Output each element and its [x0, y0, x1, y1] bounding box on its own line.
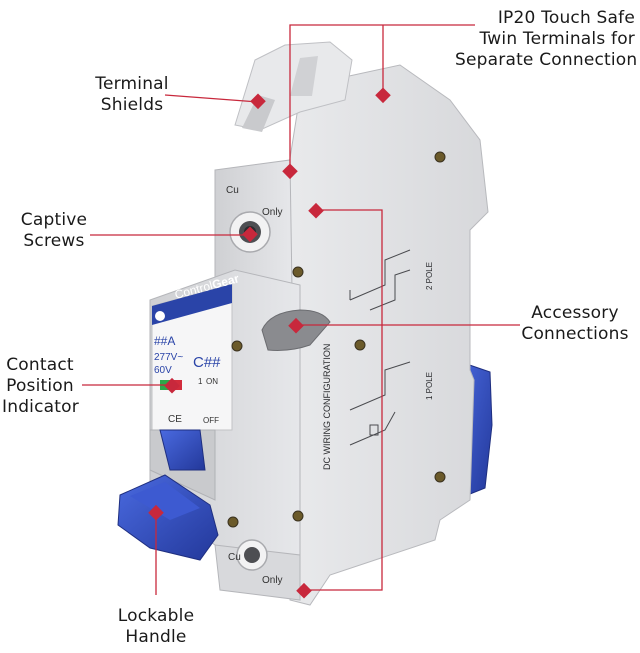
only-top-label: Only — [262, 207, 283, 218]
rivets — [227, 151, 446, 528]
cu-top-label: Cu — [226, 185, 239, 196]
brand-suffix: Gear — [211, 271, 241, 292]
leader-lines — [82, 24, 520, 595]
one-pole-label: 1 POLE — [425, 372, 434, 400]
ce-mark: CE — [168, 414, 182, 425]
callout-accessory: Accessory Connections — [520, 303, 630, 345]
dc-wiring-label: DC WIRING CONFIGURATION — [322, 344, 332, 470]
callout-line: Shields — [100, 95, 164, 115]
callout-lockable-handle: Lockable Handle — [116, 606, 196, 648]
callout-line: Indicator — [2, 397, 79, 417]
on-label: ON — [206, 377, 218, 386]
leader-markers — [148, 87, 391, 599]
terminal-number: 1 — [198, 377, 203, 386]
callout-line: Contact — [6, 355, 74, 375]
callout-line: Captive — [20, 210, 88, 230]
cu-bottom-label: Cu — [228, 552, 241, 563]
callout-line: Handle — [125, 627, 187, 647]
front-lower — [214, 544, 301, 601]
rating-label: ##A — [154, 334, 175, 348]
callout-line: IP20 Touch Safe — [497, 8, 635, 28]
side-face — [284, 64, 489, 606]
curve-label: C## — [193, 354, 221, 371]
voltage-ac-label: 277V~ — [154, 352, 183, 363]
wiring-diagram-graphic — [349, 249, 411, 446]
callout-line: Twin Terminals for — [479, 29, 635, 49]
callout-line: Terminal — [95, 74, 169, 94]
callout-terminal-shields: Terminal Shields — [92, 74, 172, 116]
callout-line: Accessory — [531, 303, 619, 323]
two-pole-label: 2 POLE — [425, 262, 434, 290]
callout-line: Screws — [23, 231, 85, 251]
callout-line: Position — [6, 376, 74, 396]
voltage-dc-label: 60V — [154, 365, 172, 376]
callout-ip20: IP20 Touch Safe Twin Terminals for Separ… — [455, 8, 638, 71]
callout-line: Lockable — [117, 606, 195, 626]
off-label: OFF — [203, 416, 219, 425]
callout-contact-position: Contact Position Indicator — [2, 355, 79, 418]
handle-top — [159, 429, 206, 471]
callout-captive-screws: Captive Screws — [18, 210, 90, 252]
only-bottom-label: Only — [262, 575, 283, 586]
callout-line: Connections — [521, 324, 629, 344]
callout-line: Separate Connection — [455, 50, 638, 70]
